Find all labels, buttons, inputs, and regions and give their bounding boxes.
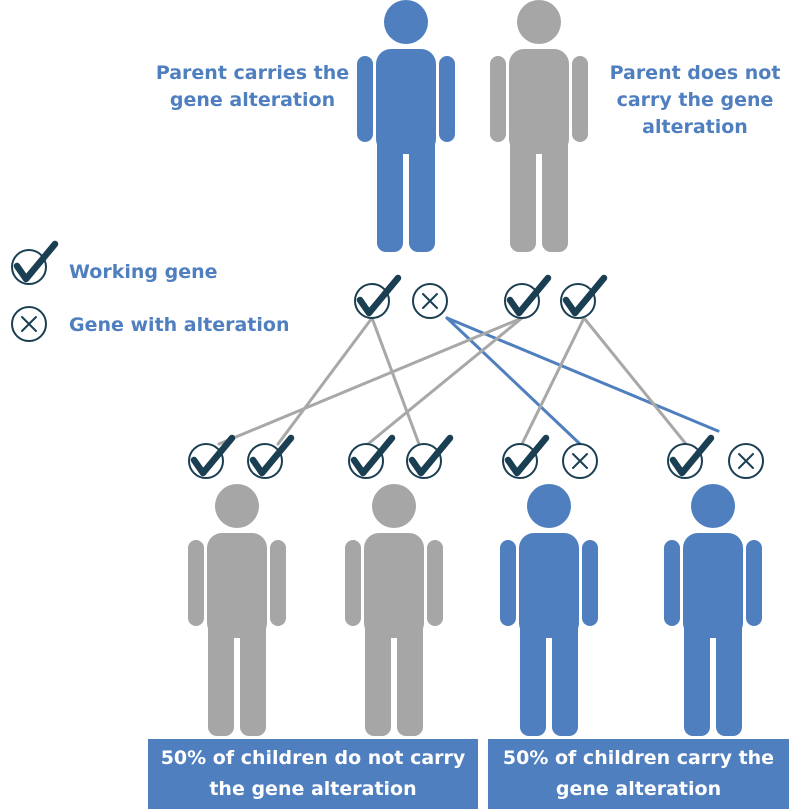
line-parent-a-to-child1 [276,316,374,446]
parent-a-working-gene-icon [355,278,398,318]
line-parent-a-to-child4 [445,316,720,433]
non-carrier-parent-figure [490,0,588,252]
child1-gene-2-check-icon [248,438,291,478]
carrier-outcome-box: 50% of children carry the gene alteratio… [488,739,789,809]
non-carrier-parent-label: Parent does not carry the gene alteratio… [609,62,781,138]
child2-non-carrier-figure [345,484,443,736]
line-parent-b-to-child1 [217,316,524,446]
carrier-parent-figure [357,0,455,252]
parent-b-working-gene-2-icon [561,278,604,318]
inheritance-lines [217,316,720,446]
child4-carrier-figure [664,484,762,736]
line-parent-b-to-child2 [366,316,524,446]
legend-altered-gene-label: Gene with alteration [69,314,290,336]
carrier-parent-label: Parent carries the gene alteration [155,62,350,111]
legend-working-gene-label: Working gene [69,261,218,283]
legend-check-icon [12,244,55,284]
parent-a-altered-gene-icon [412,283,448,319]
child1-non-carrier-figure [188,484,286,736]
child4-gene-1-check-icon [668,438,711,478]
child3-gene-1-check-icon [503,438,546,478]
line-parent-b-to-child3 [520,316,586,446]
legend-x-icon [11,306,47,342]
child1-gene-1-check-icon [189,438,232,478]
parent-b-working-gene-1-icon [505,278,548,318]
non-carrier-outcome-box: 50% of children do not carry the gene al… [148,739,478,809]
child2-gene-2-check-icon [407,438,450,478]
child3-gene-2-x-icon [562,443,598,479]
child3-carrier-figure [500,484,598,736]
child2-gene-1-check-icon [349,438,392,478]
line-parent-b-to-child4 [582,316,688,446]
line-parent-a-to-child3 [445,316,582,446]
child4-gene-2-x-icon [728,443,764,479]
line-parent-a-to-child2 [370,316,421,446]
